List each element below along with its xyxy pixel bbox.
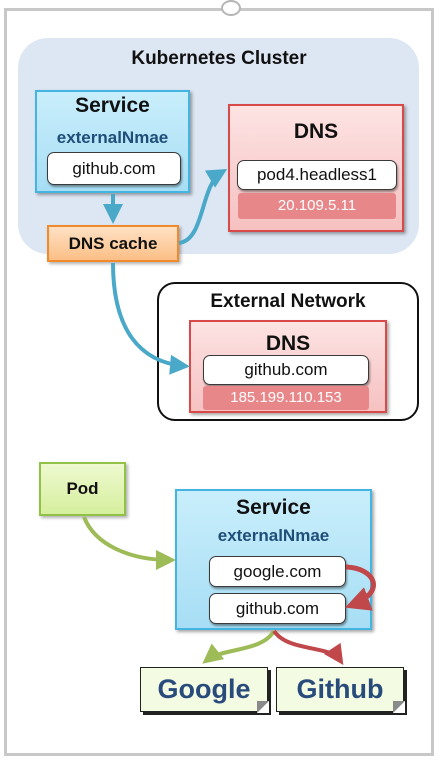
- bottom-service-title: Service: [236, 496, 311, 519]
- top-service-subtitle: externalNmae: [56, 128, 169, 147]
- external-dns-entry: github.com: [203, 355, 369, 385]
- google-note-fold: [257, 701, 269, 713]
- github-target-label: Github: [296, 674, 384, 704]
- hanger-ring: [221, 0, 241, 16]
- cache-to-cluster-dns-arrow: [178, 168, 228, 245]
- bottom-service-entry-google: google.com: [209, 556, 346, 587]
- service-to-github-arrow: [272, 629, 344, 665]
- cache-to-external-dns-arrow: [111, 262, 190, 375]
- cluster-dns-ip: 20.109.5.11: [238, 193, 396, 219]
- cluster-dns-entry: pod4.headless1: [237, 160, 397, 190]
- pod-to-service-arrow: [82, 516, 176, 570]
- external-dns-ip: 185.199.110.153: [203, 386, 369, 410]
- top-service-title: Service: [75, 94, 150, 117]
- cluster-dns-title: DNS: [293, 120, 339, 143]
- external-network-title: External Network: [210, 291, 366, 312]
- service-to-google-arrow: [202, 629, 276, 664]
- bottom-service-subtitle: externalNmae: [217, 526, 330, 545]
- cluster-title: Kubernetes Cluster: [131, 48, 307, 69]
- bottom-service-entry-github: github.com: [209, 593, 346, 624]
- google-target-note: Google: [140, 667, 269, 713]
- pod-box: Pod: [39, 462, 126, 516]
- github-note-fold: [393, 701, 405, 713]
- github-target-note: Github: [276, 667, 405, 713]
- google-to-github-redirect-arrow: [344, 564, 376, 611]
- top-service-entry: github.com: [47, 152, 181, 185]
- google-target-label: Google: [157, 674, 251, 704]
- dns-cache-box: DNS cache: [47, 225, 179, 262]
- external-dns-title: DNS: [265, 332, 311, 355]
